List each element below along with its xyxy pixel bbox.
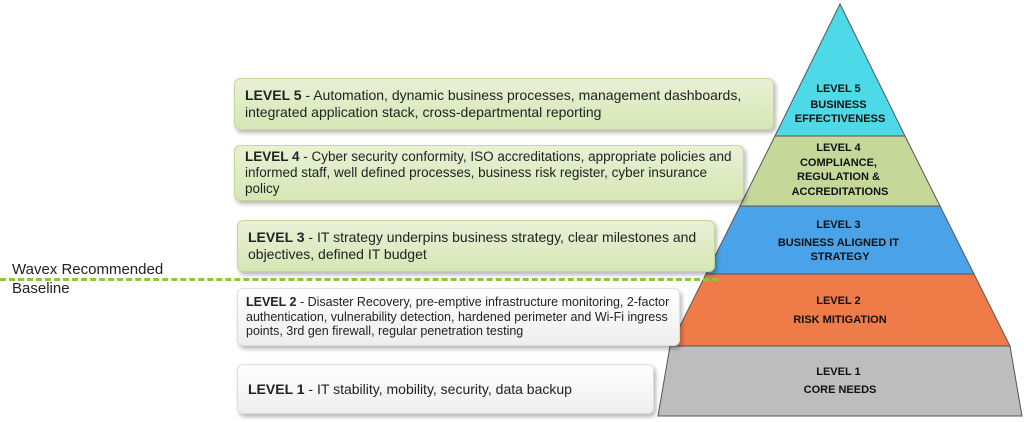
- level-3-description: LEVEL 3 - IT strategy underpins business…: [237, 220, 715, 272]
- pyramid-tier-1: [657, 345, 1023, 417]
- level-4-description: LEVEL 4 - Cyber security conformity, ISO…: [234, 145, 744, 201]
- level-3-title: LEVEL 3: [248, 229, 305, 246]
- level-2-description: LEVEL 2 - Disaster Recovery, pre-emptive…: [237, 288, 680, 346]
- level-1-description: LEVEL 1 - IT stability, mobility, securi…: [237, 364, 654, 414]
- level-2-text: - Disaster Recovery, pre-emptive infrast…: [246, 294, 670, 339]
- level-5-description: LEVEL 5 - Automation, dynamic business p…: [234, 78, 774, 130]
- level-1-text: - IT stability, mobility, security, data…: [304, 380, 572, 397]
- level-4-text: - Cyber security conformity, ISO accredi…: [245, 149, 732, 196]
- level-2-title: LEVEL 2: [246, 294, 297, 309]
- level-3-text: - IT strategy underpins business strateg…: [248, 229, 697, 262]
- level-5-title: LEVEL 5: [245, 87, 302, 104]
- pyramid-tier-2: [669, 273, 1011, 347]
- level-5-text: - Automation, dynamic business processes…: [245, 87, 742, 120]
- pyramid-label-2: LEVEL 2 RISK MITIGATION: [793, 295, 886, 326]
- baseline-dashed-line: [0, 278, 718, 281]
- pyramid-label-5: LEVEL 5 BUSINESS EFFECTIVENESS: [795, 83, 885, 125]
- level-4-title: LEVEL 4: [245, 149, 300, 165]
- baseline-label: Wavex Recommended Baseline: [12, 261, 164, 297]
- pyramid-label-3: LEVEL 3 BUSINESS ALIGNED IT STRATEGY: [778, 219, 902, 263]
- pyramid-label-1: LEVEL 1 CORE NEEDS: [804, 366, 877, 396]
- level-1-title: LEVEL 1: [248, 380, 305, 397]
- pyramid-label-4: LEVEL 4 COMPLIANCE, REGULATION & ACCREDI…: [792, 142, 889, 198]
